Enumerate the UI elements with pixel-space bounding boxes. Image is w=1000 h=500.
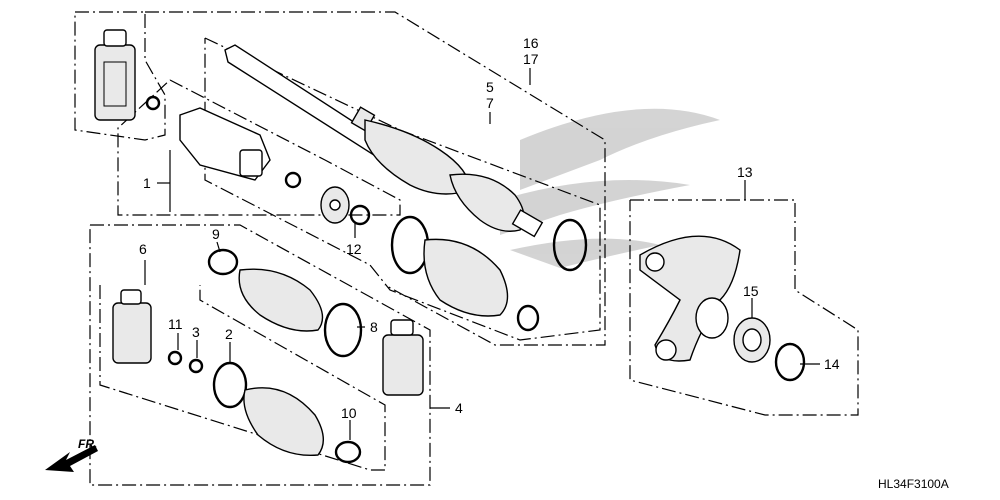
callout-12: 12 (346, 241, 362, 257)
callout-7: 7 (486, 95, 494, 111)
callout-11: 11 (168, 316, 183, 332)
callout-2: 2 (225, 326, 233, 342)
circlip-top (145, 95, 161, 111)
outer-boot-2 (243, 387, 324, 457)
inner-boot (238, 268, 324, 332)
callout-14: 14 (824, 356, 840, 372)
frame-boot-sub (99, 285, 386, 471)
front-label: FR. (78, 437, 97, 451)
callout-5: 5 (486, 79, 494, 95)
grease-bottle-4 (382, 319, 424, 396)
callout-16: 16 (523, 35, 539, 51)
callout-10: 10 (341, 405, 357, 421)
ring-11 (167, 350, 183, 366)
frame-knuckle (629, 199, 859, 416)
callout-9: 9 (212, 226, 220, 242)
outer-boot (423, 238, 509, 317)
boot-band-large-top (390, 215, 430, 275)
frame-shaft (204, 37, 601, 341)
boot-band-8 (323, 302, 363, 358)
snap-ring-joint (284, 171, 302, 189)
front-direction-indicator: FR. (45, 437, 98, 472)
callout-17: 17 (523, 51, 539, 67)
ring-12 (349, 204, 371, 226)
inner-joint-housing (179, 107, 271, 181)
inner-race-cage (320, 186, 350, 224)
callout-1: 1 (143, 175, 151, 191)
knuckle (639, 235, 741, 362)
callout-6: 6 (139, 241, 147, 257)
leader-9 (216, 241, 221, 253)
boot-band-10 (334, 440, 362, 464)
callout-3: 3 (192, 324, 200, 340)
frame-inner-joint (117, 79, 401, 216)
callout-13: 13 (737, 164, 753, 180)
frame-grease-top (74, 11, 166, 141)
callout-4: 4 (455, 400, 463, 416)
boot-band-2 (212, 361, 248, 409)
boot-band-small-right (516, 304, 540, 332)
bearing-15 (733, 317, 771, 363)
grease-bottle-top (94, 29, 136, 121)
circlip-14 (774, 342, 806, 382)
ring-3 (188, 358, 204, 374)
boot-band-large-right (552, 218, 588, 272)
axle-shaft (224, 44, 544, 238)
callout-15: 15 (743, 283, 759, 299)
diagram-code: HL34F3100A (878, 477, 949, 491)
front-arrow-icon (45, 445, 98, 472)
boot-band-9 (207, 248, 239, 276)
callout-8: 8 (370, 319, 378, 335)
grease-bottle-6 (112, 289, 152, 364)
frame-boot-kit (89, 224, 431, 486)
